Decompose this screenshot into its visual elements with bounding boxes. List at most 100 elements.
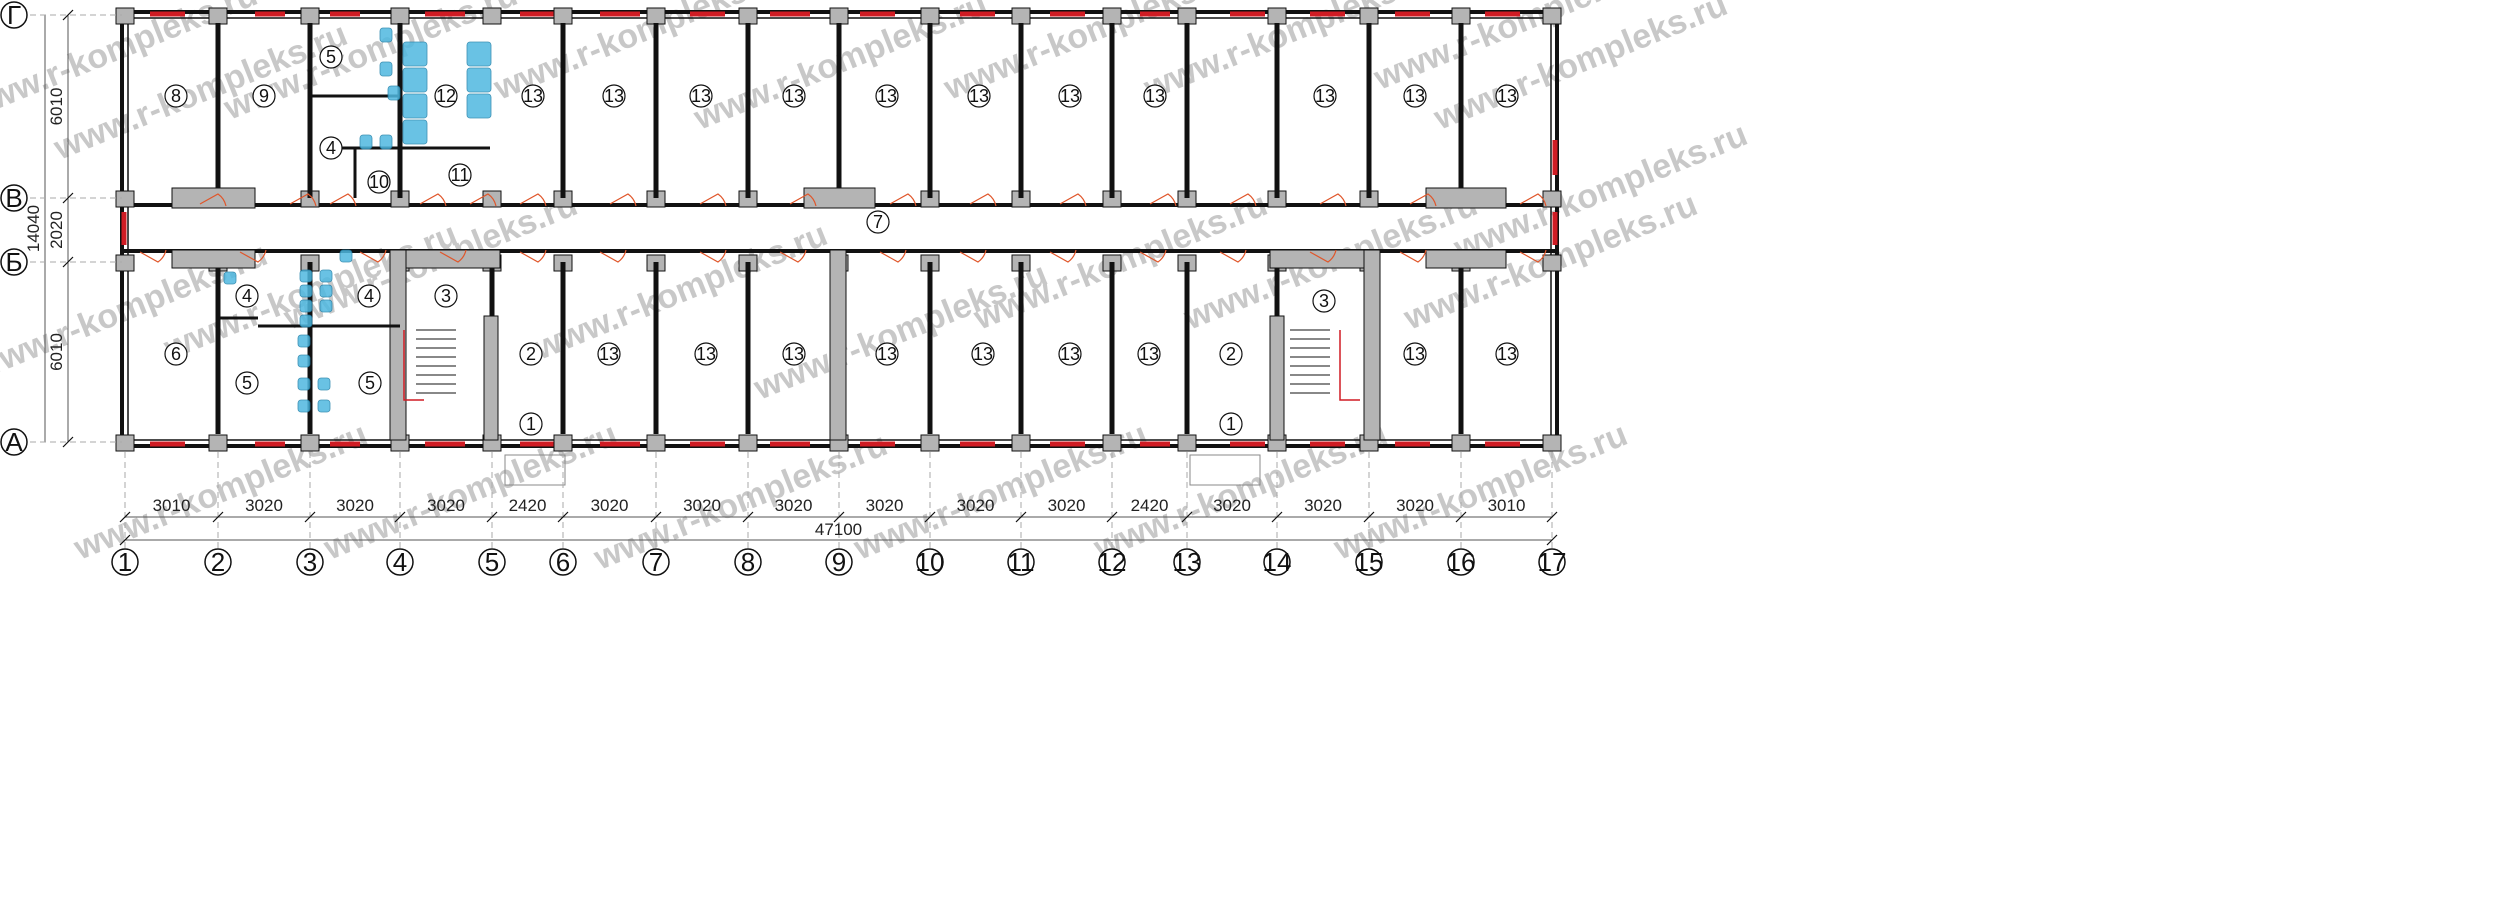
dimension-value: 2420 <box>1131 496 1169 515</box>
room-number-circle <box>1403 84 1427 108</box>
room-number-circle <box>252 84 276 108</box>
ventilation-shaft <box>1425 187 1507 209</box>
axis-label: 1 <box>118 547 132 577</box>
door <box>1399 249 1427 263</box>
room-number: 5 <box>365 373 375 393</box>
entrance-porch <box>1189 454 1261 486</box>
room-label: 13 <box>1313 84 1337 108</box>
room-label: 5 <box>235 371 259 395</box>
dimension-value: 3020 <box>683 496 721 515</box>
column <box>829 7 849 25</box>
dimension-value: 3020 <box>1213 496 1251 515</box>
axis-label: 7 <box>649 547 663 577</box>
column-axis-marker: 14 <box>1263 547 1292 577</box>
axis-circle <box>642 548 670 576</box>
dimension-tick <box>833 511 845 523</box>
dimension-value: 2420 <box>509 496 547 515</box>
room-number-circle <box>434 284 458 308</box>
shower-cabin-icon <box>402 93 428 119</box>
room-number: 4 <box>326 138 336 158</box>
room-number-circle <box>1495 84 1519 108</box>
room-number: 4 <box>364 286 374 306</box>
room-number: 2 <box>526 344 536 364</box>
room-number-circle <box>1143 84 1167 108</box>
dimension-value: 3010 <box>153 496 191 515</box>
column <box>920 434 940 452</box>
column <box>1359 7 1379 25</box>
room-label: 13 <box>1495 342 1519 366</box>
dimension-tick <box>1015 511 1027 523</box>
dimension-value: 3020 <box>957 496 995 515</box>
room-number-circle <box>1137 342 1161 366</box>
column <box>1542 434 1562 452</box>
dimension-tick <box>1546 534 1558 546</box>
door <box>1319 193 1347 207</box>
building-structure <box>115 7 1562 486</box>
room-label: 13 <box>1137 342 1161 366</box>
toilet-icon <box>339 249 353 263</box>
room-number-circle <box>235 371 259 395</box>
dimension-tick <box>1546 511 1558 523</box>
dimension-tick <box>924 511 936 523</box>
door <box>1309 249 1337 263</box>
room-number: 1 <box>526 414 536 434</box>
room-number: 13 <box>1405 86 1425 106</box>
shower-cabin-icon <box>466 67 492 93</box>
column <box>1542 254 1562 272</box>
toilet-icon <box>223 271 237 285</box>
toilet-icon <box>359 134 373 150</box>
door <box>1519 249 1547 263</box>
room-label: 3 <box>434 284 458 308</box>
toilet-icon <box>297 354 311 368</box>
axis-label: Б <box>5 247 22 277</box>
column <box>1542 7 1562 25</box>
room-label: 1 <box>1219 412 1243 436</box>
door <box>329 193 357 207</box>
axis-circle <box>1173 548 1201 576</box>
room-number-circle <box>782 342 806 366</box>
axis-label: 9 <box>832 547 846 577</box>
dimension-tick <box>62 436 74 448</box>
room-number-circle <box>1058 84 1082 108</box>
column <box>1011 434 1031 452</box>
room-number-circle <box>358 371 382 395</box>
room-number-circle <box>164 342 188 366</box>
stair-wall <box>1269 315 1285 441</box>
axis-label: В <box>5 183 22 213</box>
room-number-circle <box>1403 342 1427 366</box>
door <box>699 249 727 263</box>
door <box>959 249 987 263</box>
axis-label: 13 <box>1173 547 1202 577</box>
room-label: 2 <box>1219 342 1243 366</box>
toilet-icon <box>297 377 311 391</box>
room-number: 10 <box>369 172 389 192</box>
axis-label: 15 <box>1355 547 1384 577</box>
room-label: 13 <box>1058 342 1082 366</box>
shower-cabin-icon <box>402 41 428 67</box>
ventilation-shaft <box>803 187 876 209</box>
dimension-value: 3020 <box>336 496 374 515</box>
door <box>699 193 727 207</box>
dimension-tick <box>62 9 74 21</box>
axis-circle <box>734 548 762 576</box>
column-axis-marker: 13 <box>1173 547 1202 577</box>
door <box>1519 193 1547 207</box>
ventilation-shaft <box>171 249 256 269</box>
dimension-total: 47100 <box>815 520 862 539</box>
dimension-tick <box>119 534 131 546</box>
dimension-tick <box>557 511 569 523</box>
axis-circle <box>1263 548 1291 576</box>
axis-label: 11 <box>1008 547 1035 577</box>
row-axis-marker: В <box>0 183 28 213</box>
room-label: 13 <box>875 342 899 366</box>
axis-label: 17 <box>1538 547 1567 577</box>
door <box>1409 193 1437 207</box>
dimension-tick <box>62 192 74 204</box>
room-number: 1 <box>1226 414 1236 434</box>
column-axis-marker: 2 <box>204 547 232 577</box>
room-number: 13 <box>523 86 543 106</box>
room-label: 12 <box>434 84 458 108</box>
axis-label: 8 <box>741 547 755 577</box>
room-number-circle <box>875 342 899 366</box>
